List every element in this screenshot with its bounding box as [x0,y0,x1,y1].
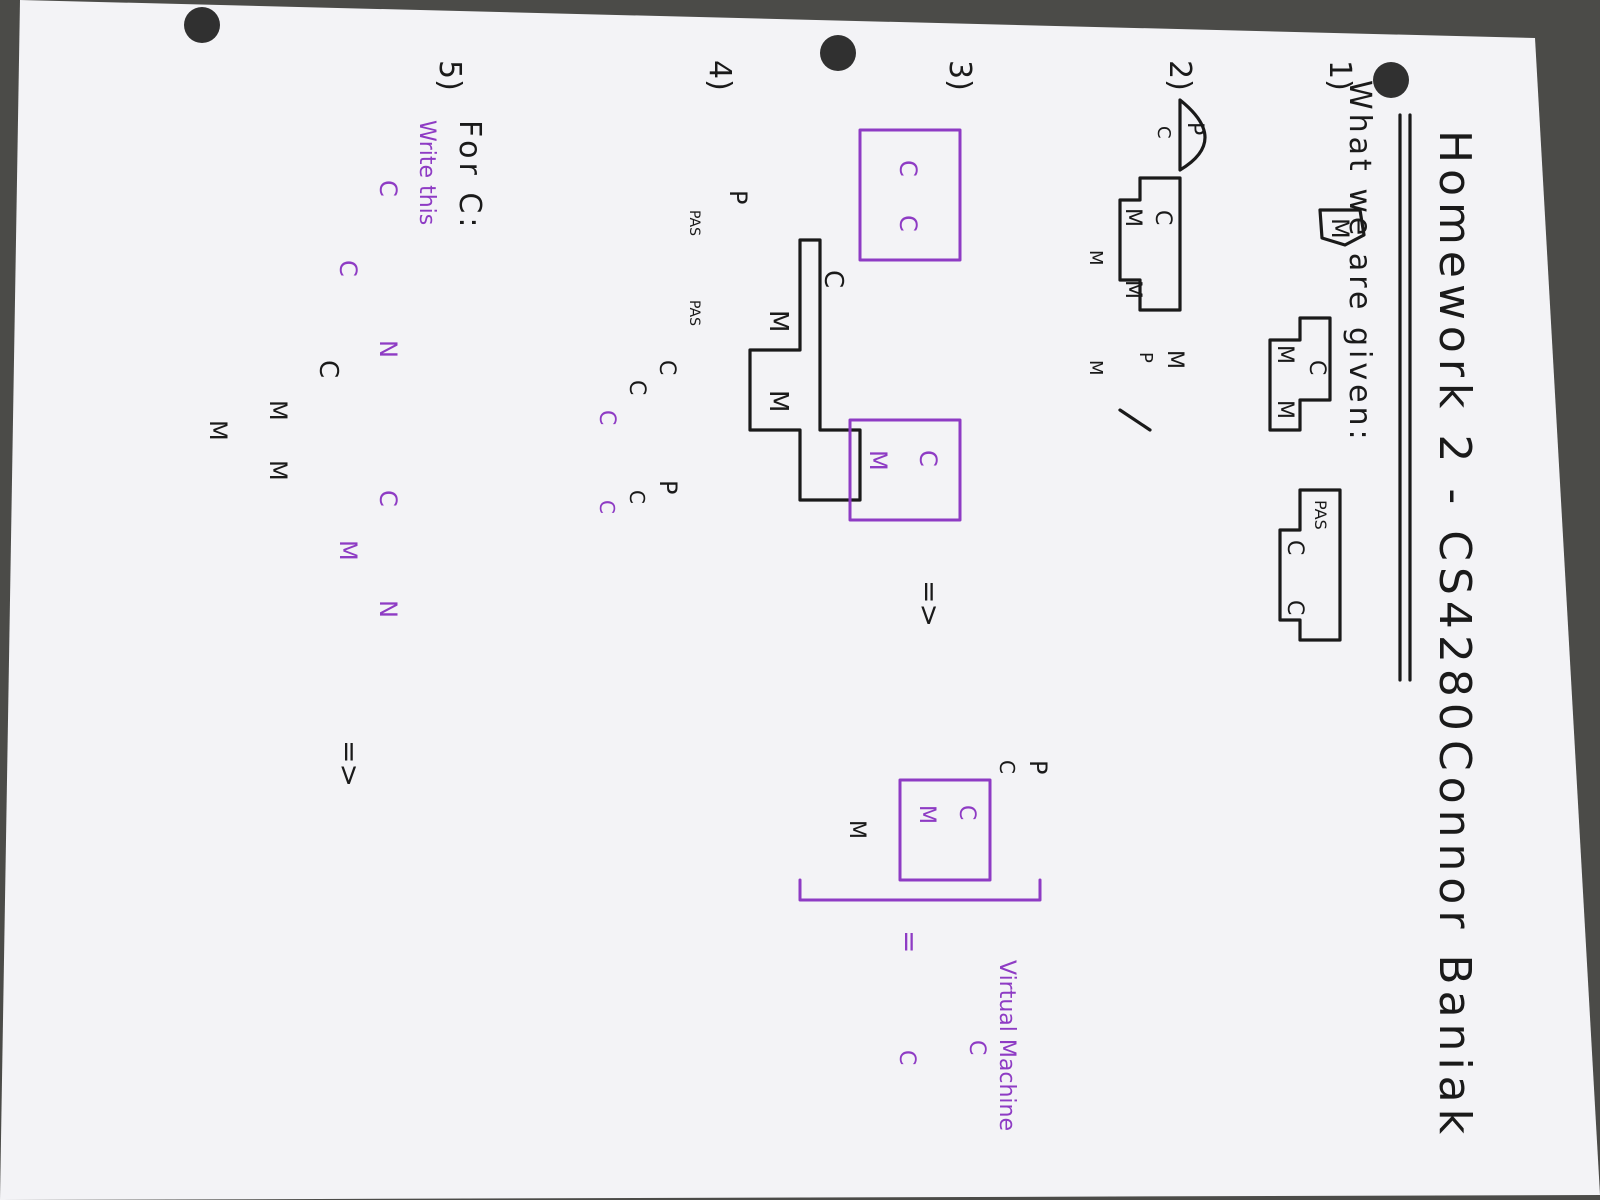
label-m: P [1135,352,1156,363]
label-c: C [818,270,848,288]
label-m: M [1085,250,1106,266]
label-c: C [334,260,362,277]
vm-sublabel: C [964,1040,989,1055]
label-m: M [204,420,232,441]
label-p: M [1162,350,1187,369]
box-cm-result [898,778,992,882]
label-m: M [334,540,362,561]
label-m: M [264,460,292,481]
problem-4-number: 4) [702,60,737,91]
label-c: C [594,410,619,425]
label-m: M [763,310,793,332]
tshape-cmm-3 [748,238,862,502]
label-c: C [1282,600,1307,615]
label-c: C [1150,210,1175,225]
label-p: P [1024,760,1052,774]
label-c: C [995,760,1019,774]
problem-1-number: 1) [1322,60,1357,91]
label-p: P [724,190,752,204]
label-c: C [954,805,979,820]
tshape-cmm [1118,176,1182,312]
label-pas: PAS [686,300,702,326]
box-cm [848,418,962,522]
label-pas: PAS [686,210,702,236]
punch-hole [1373,62,1409,98]
box-cc [858,128,962,262]
label-c: C [894,215,922,232]
label-m: M [1120,208,1145,227]
label-m: M [914,805,939,824]
program-p [1178,98,1207,172]
label-c: C [313,360,343,378]
label-c: C [374,490,402,507]
label-c: C [624,380,649,395]
label-c: C [595,500,619,514]
label-c: C [894,160,922,177]
tshape-pas [1278,488,1342,642]
virtual-machine-label: Virtual Machine [994,960,1019,1131]
label-c: C [625,490,649,504]
label-n: N [374,600,402,618]
arrow: => [333,740,366,787]
for-c-heading: For C: [452,120,487,231]
label-m: M [1272,400,1297,419]
author-name: Connor Baniak [1429,740,1480,1140]
label-n: N [374,340,402,358]
label-c: C [914,450,942,467]
problem-5-number: 5) [432,60,467,91]
label-m: M [264,400,292,421]
homework-title: Homework 2 - CS4280 [1429,130,1480,737]
label-c: C [1304,360,1329,375]
tshape-cm [1268,316,1332,432]
equals-sign: = [893,930,926,953]
label-m: M [1120,280,1145,299]
label-m: M [864,450,892,471]
problem-3-number: 3) [942,60,977,91]
punch-hole [184,7,220,43]
label-p: P [1182,122,1207,135]
label-c: C [1282,540,1307,555]
label-c: C [1153,126,1174,139]
label-c: C [654,360,679,375]
label-m: M [844,820,869,839]
problem-2-number: 2) [1162,60,1197,91]
label-m: M [1326,218,1354,239]
notebook-content: Homework 2 - CS4280 Connor Baniak 1) Wha… [204,60,1480,1140]
checkmark [1118,408,1152,432]
label-c: C [894,1050,919,1065]
label-p: P [654,480,682,494]
pentagon-m [1318,208,1366,247]
bracket [798,878,1042,902]
label-m: M [763,390,793,412]
punch-hole [820,35,856,71]
label-m: M [1085,360,1106,376]
label-pas: PAS [1311,500,1330,530]
arrow: => [913,580,946,627]
label-m: M [1272,345,1297,364]
write-this-note: Write this [414,120,439,225]
label-c: C [374,180,402,197]
problem-1-heading: What we are given: [1342,80,1377,444]
